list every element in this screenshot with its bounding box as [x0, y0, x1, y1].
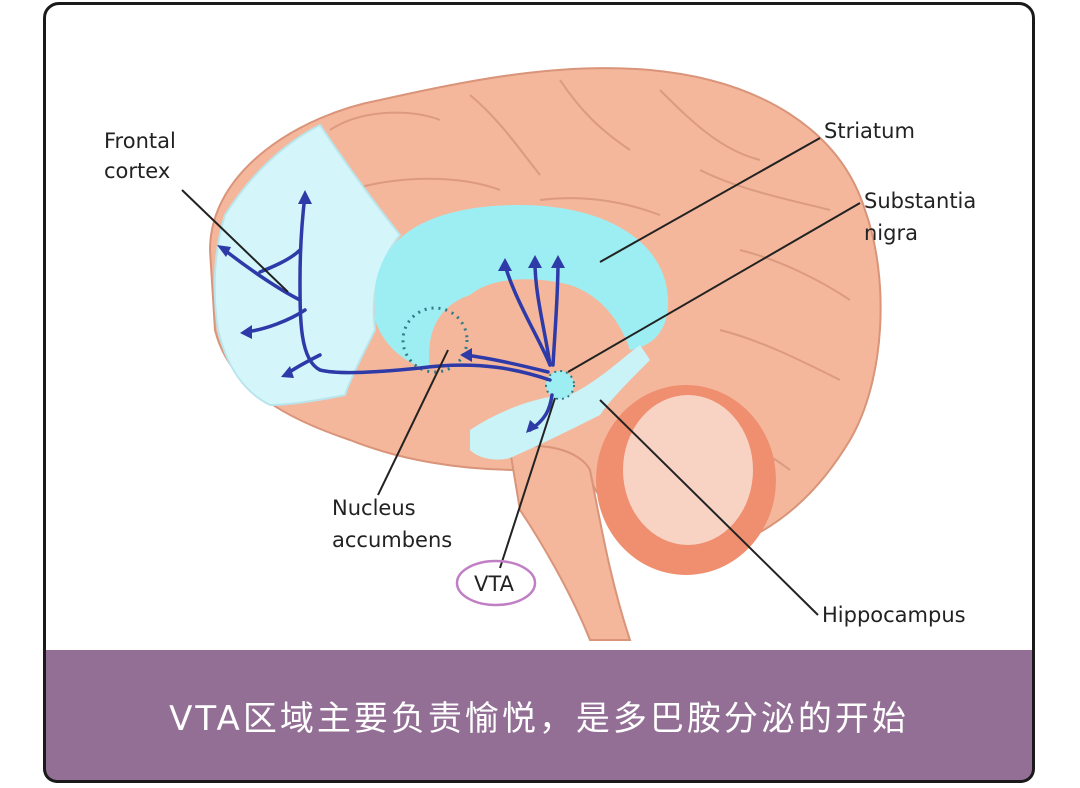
label-substantia-line1: Substantia	[864, 189, 976, 213]
label-frontal-line2: cortex	[104, 159, 170, 183]
dopamine-pathways	[220, 193, 560, 432]
label-striatum: Striatum	[824, 119, 915, 143]
nucleus-accumbens-dots	[401, 306, 469, 374]
label-substantia-line2: nigra	[864, 221, 918, 245]
label-hippocampus: Hippocampus	[822, 603, 966, 627]
label-vta: VTA	[474, 572, 515, 596]
frontal-cortex-region	[213, 123, 402, 407]
label-nucleus-line1: Nucleus	[332, 496, 416, 520]
cerebellum-inner	[623, 395, 753, 545]
vta-highlight-circle	[455, 559, 537, 607]
vta-dots	[545, 370, 575, 400]
brainstem	[508, 445, 632, 641]
pathway-arrowheads	[217, 190, 565, 433]
brain-diagram: Frontal cortex Striatum Substantia nigra…	[104, 67, 976, 641]
ventral-region	[470, 345, 650, 460]
striatum-region	[375, 205, 669, 370]
caption-text: VTA区域主要负责愉悦，是多巴胺分泌的开始	[169, 698, 909, 739]
caption-bar: VTA区域主要负责愉悦，是多巴胺分泌的开始	[43, 650, 1035, 783]
leader-lines	[181, 137, 861, 616]
label-frontal-line1: Frontal	[104, 129, 176, 153]
label-nucleus-line2: accumbens	[332, 528, 452, 552]
